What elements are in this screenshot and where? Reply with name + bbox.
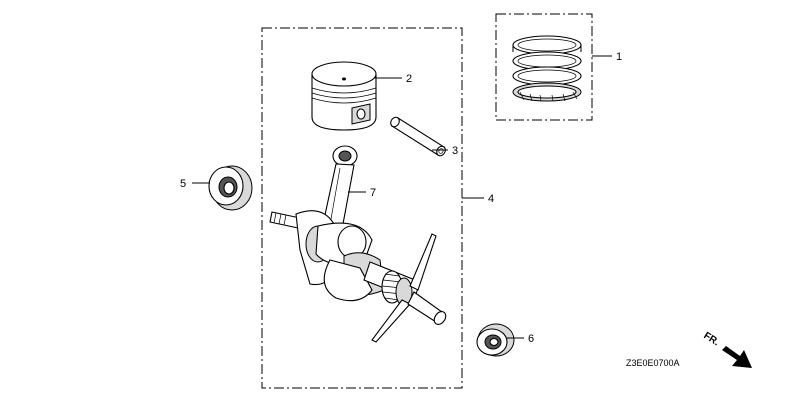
leader-lines (192, 55, 612, 339)
piston-pin (390, 116, 446, 157)
callout-1: 1 (616, 51, 622, 63)
callout-2: 2 (406, 73, 412, 85)
diagram-code: Z3E0E0700A (626, 358, 680, 368)
callout-3: 3 (452, 145, 458, 157)
callout-7: 7 (370, 187, 376, 199)
crankshaft-assembly (269, 145, 447, 343)
rings-frame (495, 13, 593, 121)
callout-4: 4 (488, 193, 494, 205)
oil-seal-left (208, 165, 253, 211)
direction-badge: FR. (702, 330, 752, 368)
piston-rings (512, 35, 582, 102)
arrow-right-down-icon (722, 346, 752, 368)
assembly-frame (261, 27, 463, 389)
callout-5: 5 (180, 178, 186, 190)
direction-label: FR. (702, 330, 722, 348)
piston (311, 61, 377, 131)
oil-seal-right (476, 323, 515, 357)
callout-6: 6 (528, 333, 534, 345)
